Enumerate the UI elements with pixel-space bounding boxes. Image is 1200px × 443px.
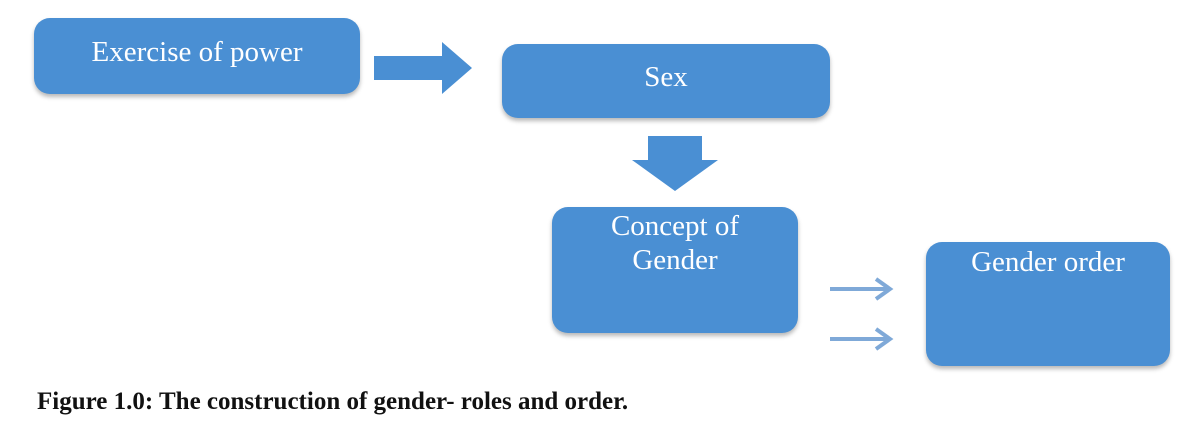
node-exercise-of-power: Exercise of power [34, 18, 360, 94]
arrow-concept-to-order-lower [830, 327, 894, 351]
node-exercise-of-power-label: Exercise of power [91, 36, 303, 68]
node-sex-label: Sex [644, 61, 688, 93]
node-concept-of-gender-line2: Gender [632, 244, 718, 276]
node-concept-of-gender: Concept of Gender [552, 207, 798, 333]
arrow-exercise-to-sex [374, 42, 472, 94]
figure-caption: Figure 1.0: The construction of gender- … [37, 388, 629, 415]
node-gender-order-label: Gender order [971, 246, 1125, 278]
node-gender-order: Gender order [926, 242, 1170, 366]
arrow-concept-to-order-upper [830, 277, 894, 301]
arrow-sex-to-concept [632, 136, 718, 191]
node-sex: Sex [502, 44, 830, 118]
node-concept-of-gender-line1: Concept of [610, 210, 740, 242]
